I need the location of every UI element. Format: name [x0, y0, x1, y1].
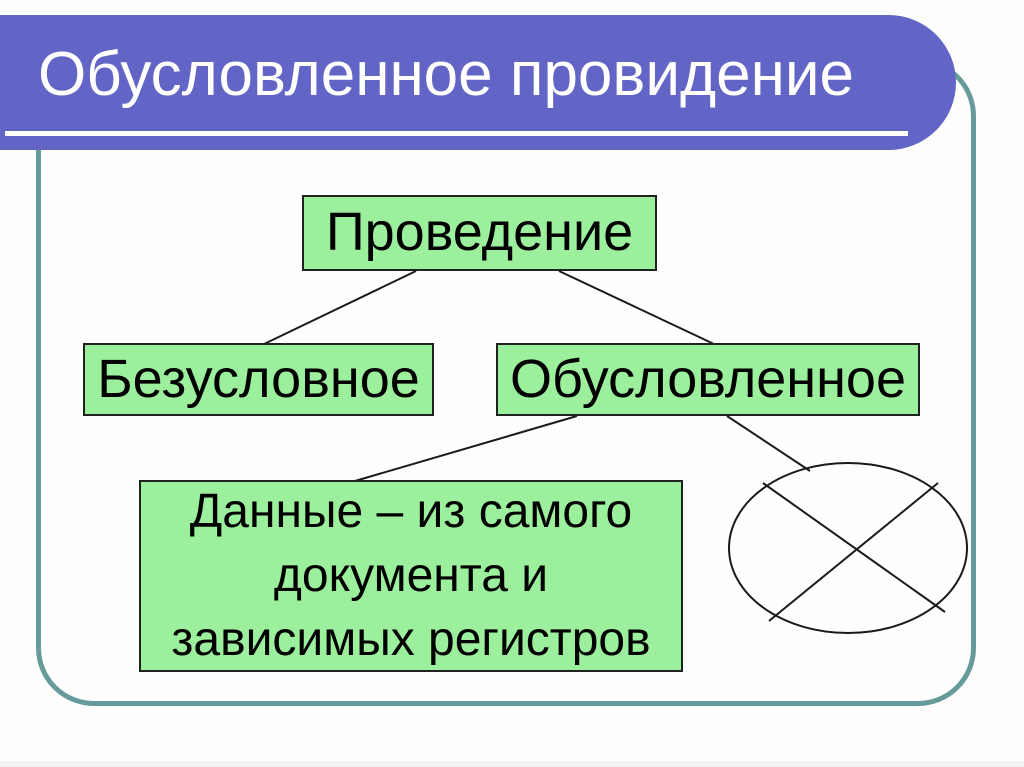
node-label-line: Данные – из самого — [189, 485, 633, 538]
node-label-line: зависимых регистров — [171, 613, 651, 666]
bottom-edge-strip — [0, 761, 1024, 767]
title-underline — [5, 131, 908, 136]
diagram-node-provedenie: Проведение — [302, 195, 657, 271]
node-label: Безусловное — [97, 348, 420, 409]
diagram-node-dannye: Данные – из самого документа и зависимых… — [139, 480, 683, 672]
node-label: Обусловленное — [510, 348, 906, 409]
diagram-node-bezuslovnoe: Безусловное — [83, 343, 434, 416]
diagram-node-obuslovlennoe: Обусловленное — [496, 343, 920, 416]
slide-title-banner: Обусловленное провидение — [0, 15, 956, 150]
node-label-line: документа и — [273, 549, 549, 602]
slide-title: Обусловленное провидение — [38, 40, 854, 109]
node-label: Проведение — [325, 202, 634, 263]
